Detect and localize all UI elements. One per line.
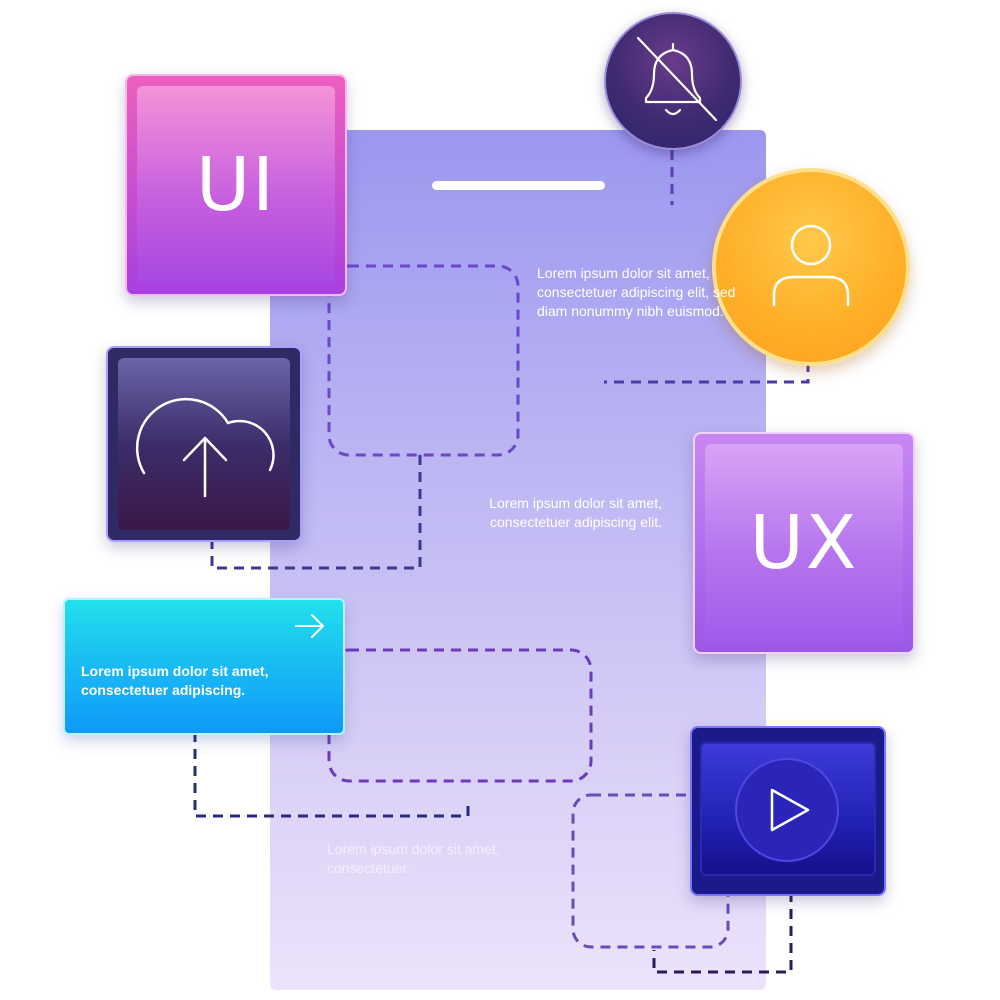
ui-tile-face — [137, 86, 335, 284]
connector-box-middle — [327, 648, 593, 783]
user-icon — [772, 224, 850, 307]
bell-off-icon — [636, 36, 718, 122]
connector-cloud — [210, 455, 422, 570]
cloud-upload-icon — [135, 397, 275, 498]
user-profile-button[interactable] — [712, 168, 910, 366]
notification-toggle[interactable] — [604, 12, 742, 150]
cta-card[interactable]: Lorem ipsum dolor sit amet, consectetuer… — [63, 598, 345, 735]
play-button-circle — [735, 758, 839, 862]
ux-tile-face — [705, 444, 903, 642]
video-tile[interactable] — [690, 726, 886, 896]
connector-box-upper — [327, 264, 520, 457]
ui-label: UI — [196, 142, 276, 228]
phone-speaker — [432, 181, 605, 190]
note-middle: Lorem ipsum dolor sit amet, consectetuer… — [489, 495, 662, 530]
note-top: Lorem ipsum dolor sit amet, consectetuer… — [537, 265, 736, 319]
connector-cta — [193, 732, 470, 818]
connector-video — [652, 892, 793, 974]
ux-label: UX — [749, 500, 859, 586]
ux-tile[interactable]: UX — [693, 432, 915, 654]
play-icon — [770, 788, 810, 832]
connector-user — [604, 362, 810, 384]
phone-screen — [270, 130, 766, 990]
arrow-right-icon[interactable] — [293, 612, 327, 640]
note-bottom: Lorem ipsum dolor sit amet, consectetuer… — [327, 841, 500, 876]
cloud-upload-tile[interactable] — [106, 346, 302, 542]
ui-tile[interactable]: UI — [125, 74, 347, 296]
cta-text: Lorem ipsum dolor sit amet, consectetuer… — [81, 663, 269, 698]
